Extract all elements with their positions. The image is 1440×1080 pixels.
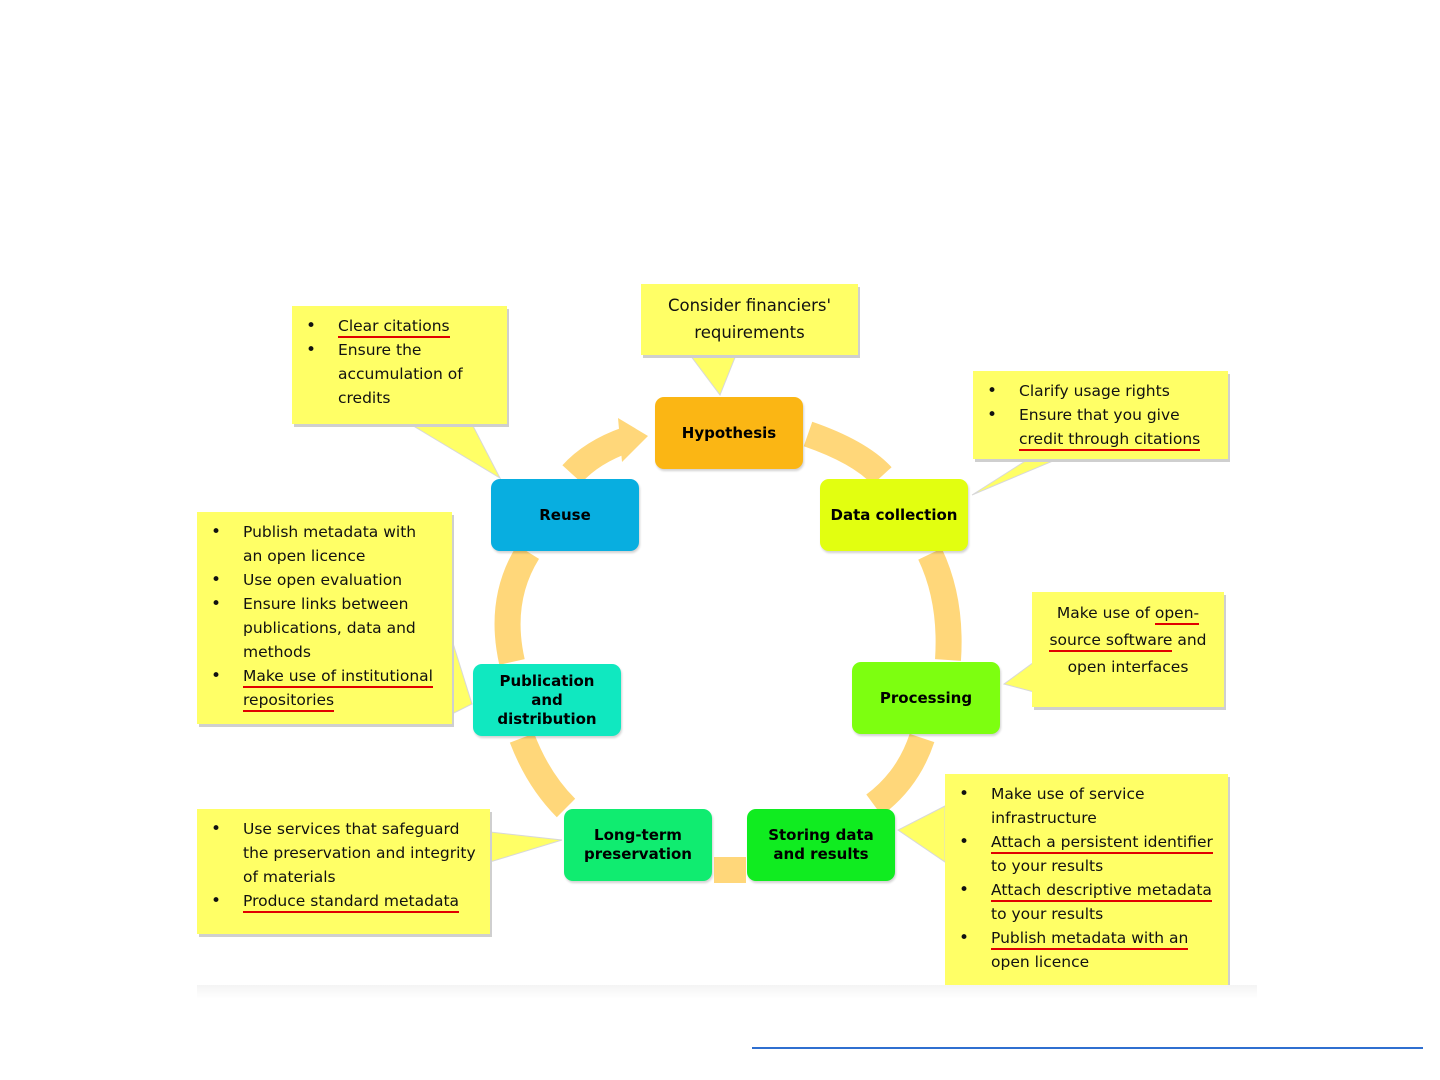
note-processing-part: and open interfaces [1067,631,1207,676]
footer-divider [752,1047,1423,1049]
note-long-term-underlined: Produce standard metadata [243,892,460,913]
note-processing: Make use of open- source software and op… [1032,592,1224,707]
note-reuse-item: Clear citations [292,314,507,338]
note-long-term-item: Use services that safeguard the preserva… [197,817,490,889]
note-storing-underlined: Publish metadata with an [991,929,1189,950]
note-storing-item-text: open licence [991,953,1090,971]
note-data-collection: Clarify usage rights Ensure that you giv… [973,371,1228,459]
ring-arc-reuse-hypothesis [562,427,631,484]
node-hypothesis-label: Hypothesis [681,423,777,442]
ring-arc-publication-reuse [494,545,540,665]
node-publication: Publication and distribution [473,664,621,736]
note-processing-text: Make use of open- source software and op… [1032,600,1224,681]
node-reuse: Reuse [491,479,639,551]
note-storing-item: Make use of service infrastructure [945,782,1228,830]
note-data-collection-list: Clarify usage rights Ensure that you giv… [973,379,1228,451]
note-long-term-list: Use services that safeguard the preserva… [197,817,490,913]
figure-bottom-shadow [197,985,1257,999]
note-storing-item-text: to your results [991,905,1104,923]
callout-pointers [408,354,1061,863]
note-data-collection-item-underlined: credit through citations [1019,430,1201,451]
note-publication-item: Publish metadata with an open licence [197,520,452,568]
note-data-collection-item: Ensure that you give credit through cita… [973,403,1228,451]
note-long-term: Use services that safeguard the preserva… [197,809,490,934]
note-publication-item-text: Publish metadata with an open licence [243,523,417,565]
note-hypothesis: Consider financiers' requirements [641,284,858,355]
ring-arc-processing-storing [866,733,935,816]
note-publication-item: Ensure links between publications, data … [197,592,452,664]
node-long-term-label: Long-term preservation [583,826,692,863]
note-reuse-item: Ensure the accumulation of credits [292,338,507,410]
note-long-term-item: Produce standard metadata [197,889,490,913]
note-storing: Make use of service infrastructure Attac… [945,774,1228,986]
node-processing: Processing [852,662,1000,734]
note-data-collection-item-line: Ensure that you give [1019,406,1180,424]
node-reuse-label: Reuse [539,505,591,524]
note-storing-item-text: to your results [991,857,1104,875]
note-storing-underlined: Attach descriptive metadata [991,881,1212,902]
note-hypothesis-text: Consider financiers' requirements [667,296,832,342]
note-storing-list: Make use of service infrastructure Attac… [945,782,1228,974]
note-publication-list: Publish metadata with an open licence Us… [197,520,452,712]
ring-arrowhead [618,418,648,462]
node-storing-label: Storing data and results [768,826,874,863]
note-publication-item-text: Use open evaluation [243,571,403,589]
note-storing-item-text: Make use of service infrastructure [991,785,1145,827]
node-hypothesis: Hypothesis [655,397,803,469]
node-data-collection: Data collection [820,479,968,551]
pointer-long-term [489,831,563,863]
ring-arc-hypothesis-datacollection [803,421,892,486]
pointer-reuse [408,423,502,480]
pointer-publication [451,639,473,715]
note-publication: Publish metadata with an open licence Us… [197,512,452,724]
note-reuse: Clear citations Ensure the accumulation … [292,306,507,424]
note-reuse-list: Clear citations Ensure the accumulation … [292,314,507,410]
note-publication-underlined: Make use of institutional [243,667,433,688]
note-storing-item: Attach descriptive metadata to your resu… [945,878,1228,926]
note-publication-underlined: repositories [243,691,335,712]
note-storing-item: Publish metadata with an open licence [945,926,1228,974]
note-processing-underlined: open- [1154,604,1200,625]
ring-arc-longterm-publication [509,733,576,818]
note-publication-item: Make use of institutional repositories [197,664,452,712]
node-data-collection-label: Data collection [830,505,958,524]
cycle-ring [494,421,962,883]
note-long-term-item-text: Use services that safeguard the preserva… [243,820,476,886]
note-storing-item: Attach a persistent identifier to your r… [945,830,1228,878]
note-publication-item-text: Ensure links between publications, data … [243,595,416,661]
note-data-collection-item: Clarify usage rights [973,379,1228,403]
note-reuse-item-text: Ensure the accumulation of credits [338,341,463,407]
note-data-collection-item-text: Clarify usage rights [1019,382,1170,400]
note-processing-underlined: source software [1049,631,1173,652]
node-long-term: Long-term preservation [564,809,712,881]
node-storing: Storing data and results [747,809,895,881]
note-processing-part: Make use of [1056,604,1155,622]
node-publication-label: Publication and distribution [497,671,597,728]
ring-arc-datacollection-processing [918,548,962,661]
note-reuse-item-text: Clear citations [338,317,450,338]
note-storing-underlined: Attach a persistent identifier [991,833,1213,854]
note-publication-item: Use open evaluation [197,568,452,592]
node-processing-label: Processing [879,688,973,707]
pointer-hypothesis [689,354,737,397]
